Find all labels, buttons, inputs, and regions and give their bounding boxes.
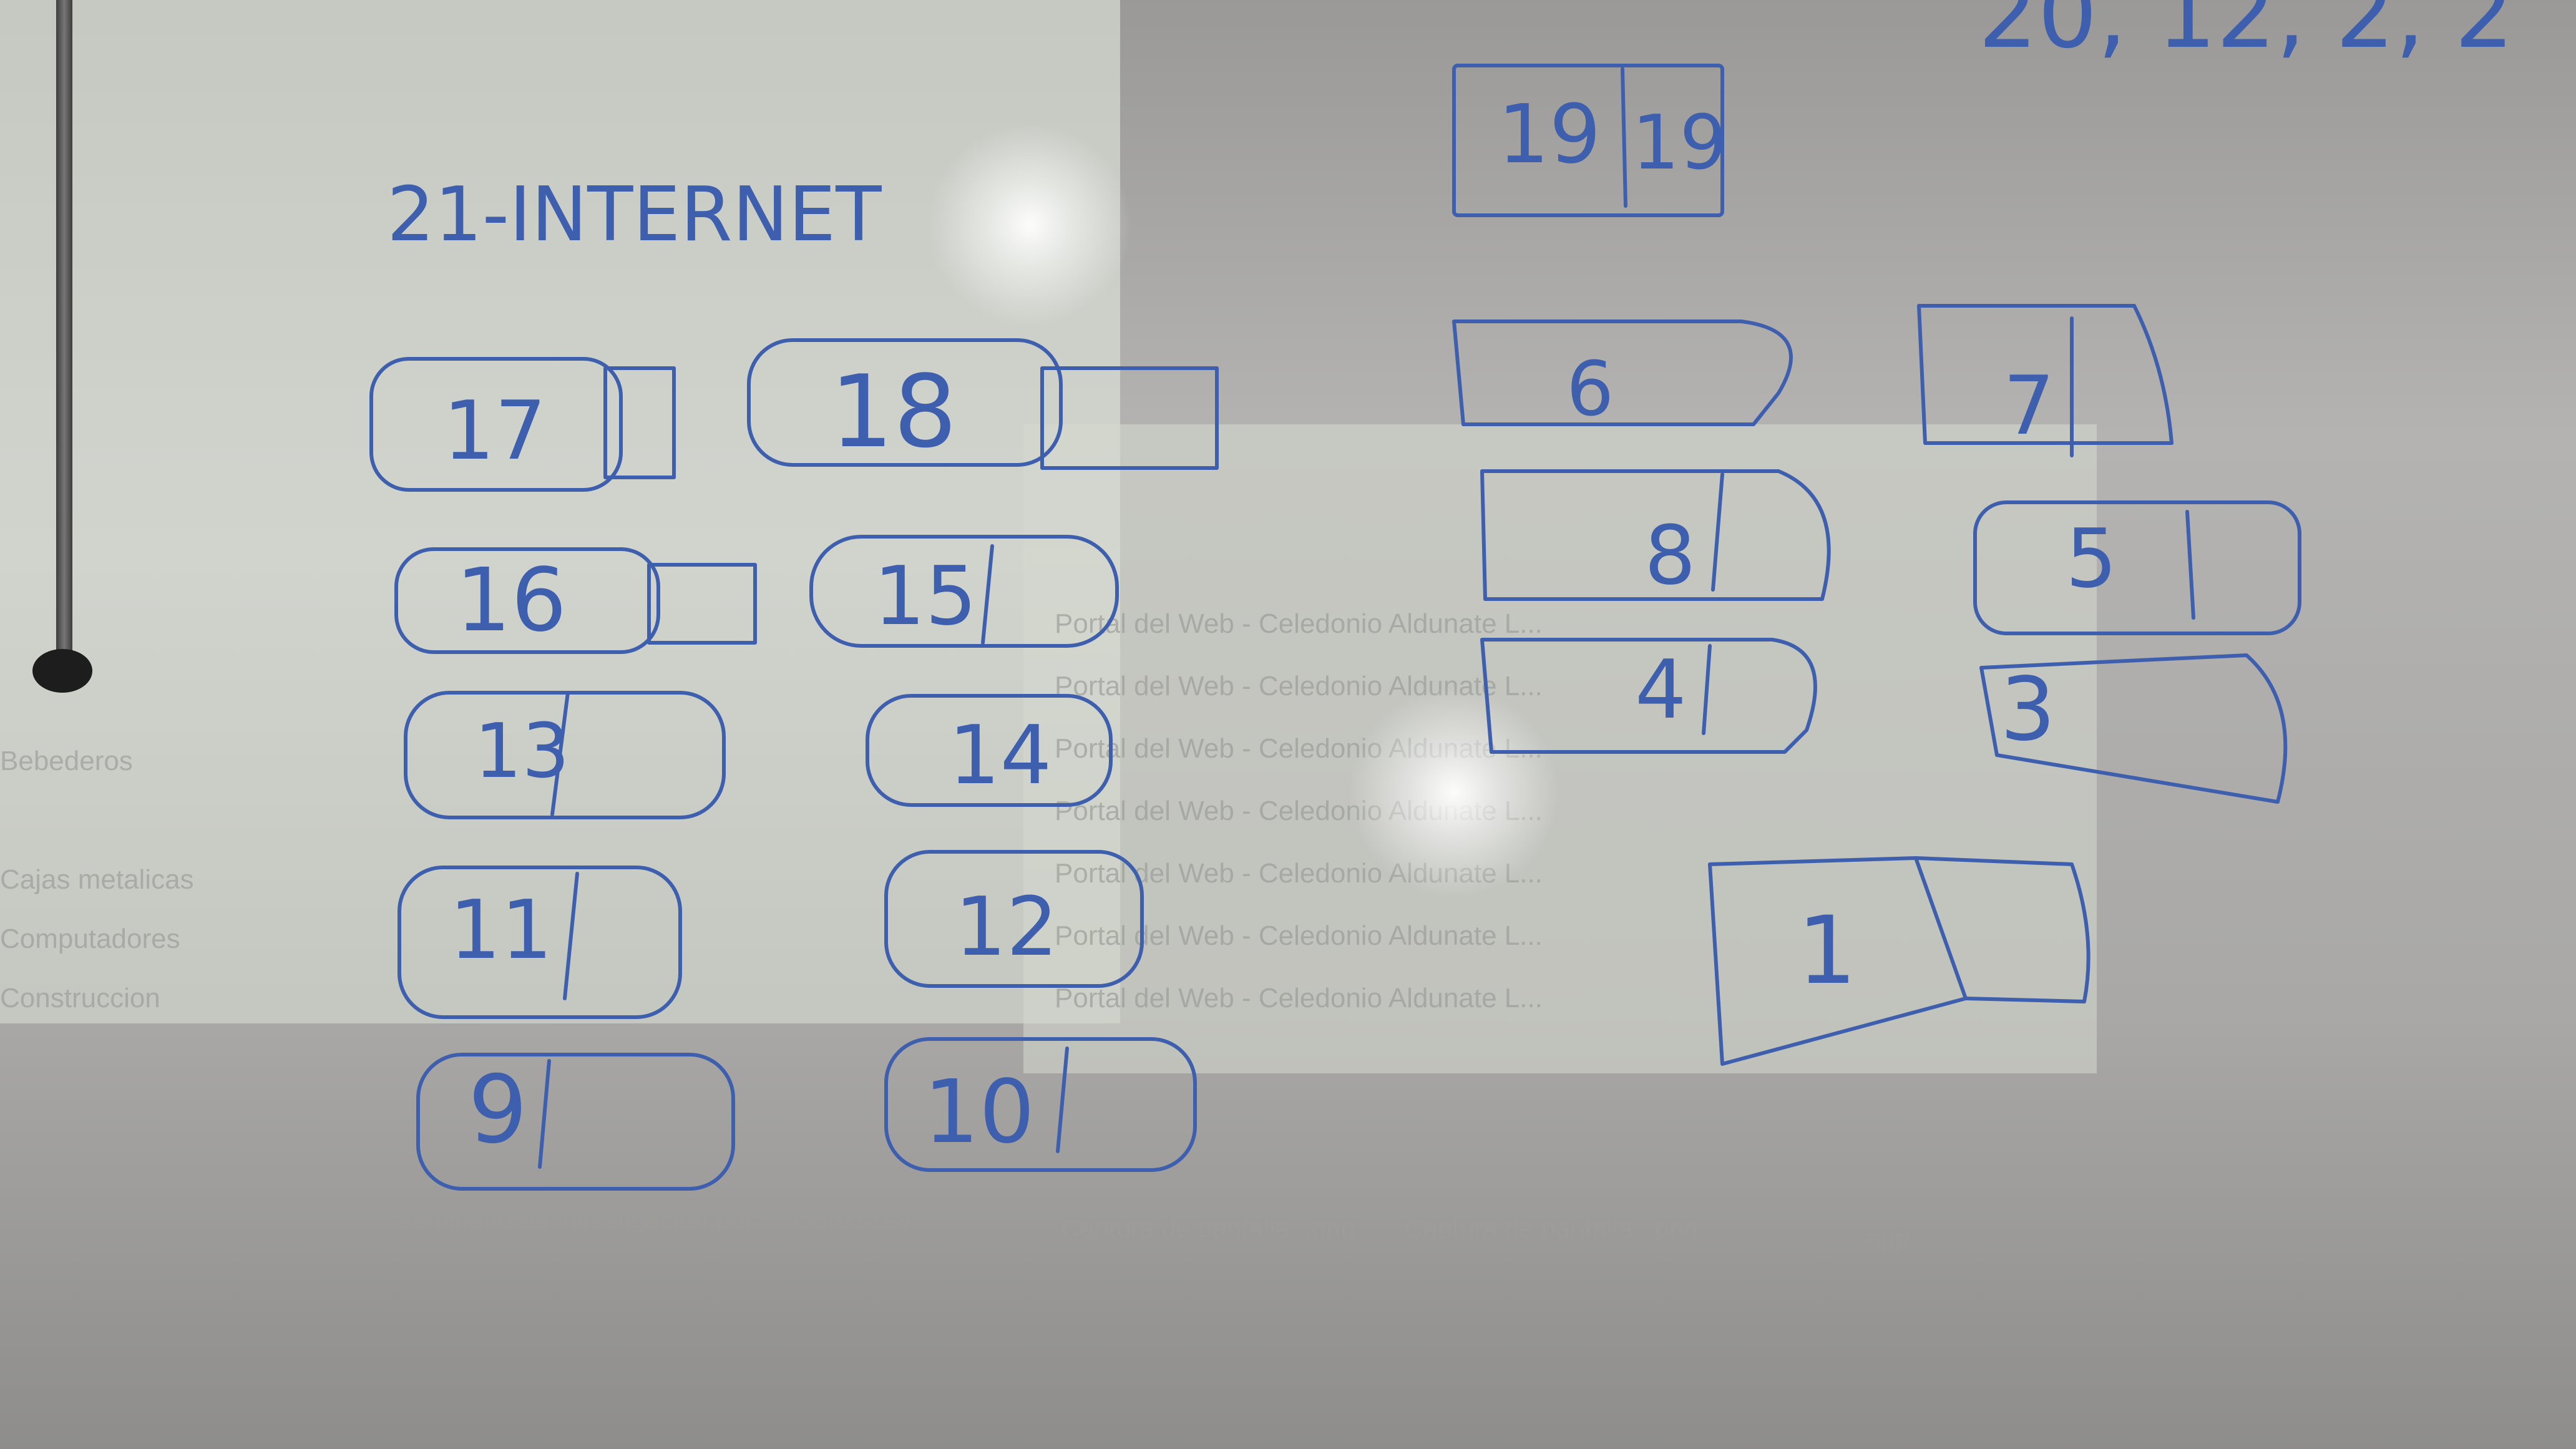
station-number: 3 [2000, 659, 2056, 761]
station-box [394, 547, 660, 654]
station-box-divider [647, 563, 757, 645]
ghost-file: app [1866, 1223, 1910, 1252]
station-box-divider [603, 366, 676, 479]
station-box [866, 694, 1113, 807]
ghost-row: Portal del Web - Celedonio Aldunate L... [1055, 920, 1543, 951]
station-number: 16 [456, 550, 567, 651]
station-box [369, 357, 623, 492]
station-box [1452, 64, 1724, 217]
cable-plug [32, 649, 92, 693]
station-number: 4 [1635, 642, 1687, 737]
ghost-row: Portal del Web - Celedonio Aldunate L... [1055, 983, 1543, 1013]
ghost-file: seminario de investigacion.pdf [399, 1204, 752, 1234]
station-number: 14 [949, 708, 1051, 803]
station-box [884, 850, 1144, 988]
station-number: 15 [874, 549, 977, 643]
station-number: 19 [1632, 100, 1727, 187]
ghost-file: Captura de pantalla...png [1404, 1214, 1699, 1243]
station-box [884, 1037, 1197, 1172]
station-box [1452, 320, 1793, 426]
station-number: 12 [955, 879, 1058, 974]
ghost-file: Libro1.csv [793, 1204, 912, 1234]
light-glare [924, 125, 1136, 324]
station-box [398, 866, 682, 1019]
station-box [747, 338, 1063, 467]
ghost-file: Captura de pantalla...png [1061, 1214, 1355, 1243]
corner-numbers: 20, 12, 2, 2 [1978, 0, 2514, 69]
station-box [1480, 638, 1817, 754]
station-number: 6 [1566, 346, 1614, 433]
station-box [809, 535, 1119, 648]
light-glare [1348, 686, 1560, 899]
station-box [416, 1053, 735, 1191]
ghost-sidebar-item: Cajas metalicas [0, 864, 194, 895]
station-number: 17 [443, 383, 546, 478]
station-number: 18 [830, 353, 957, 470]
station-number: 19 [1498, 87, 1601, 182]
station-box [1917, 304, 2174, 445]
station-box-divider [1914, 856, 2091, 1003]
station-box [1973, 500, 2301, 635]
projected-window-area [1023, 424, 2097, 1073]
station-number: 1 [1797, 897, 1856, 1005]
station-number: 7 [2003, 358, 2055, 453]
heading-text: 21-INTERNET [387, 172, 882, 258]
station-number: 8 [1644, 508, 1696, 603]
station-box-divider [1040, 366, 1219, 470]
station-box [1979, 653, 2288, 804]
station-number: 9 [468, 1056, 527, 1164]
station-number: 10 [924, 1061, 1035, 1163]
station-box [404, 691, 726, 819]
cable [56, 0, 72, 661]
station-number: 5 [2066, 511, 2117, 606]
station-number: 11 [449, 882, 552, 977]
ghost-row: Portal del Web - Celedonio Aldunate L... [1055, 608, 1543, 639]
station-box [1480, 469, 1831, 601]
station-number: 13 [474, 708, 570, 795]
ghost-sidebar-item: Bebederos [0, 746, 133, 776]
ghost-sidebar-item: Construccion [0, 983, 160, 1013]
ghost-sidebar-item: Computadores [0, 924, 180, 954]
